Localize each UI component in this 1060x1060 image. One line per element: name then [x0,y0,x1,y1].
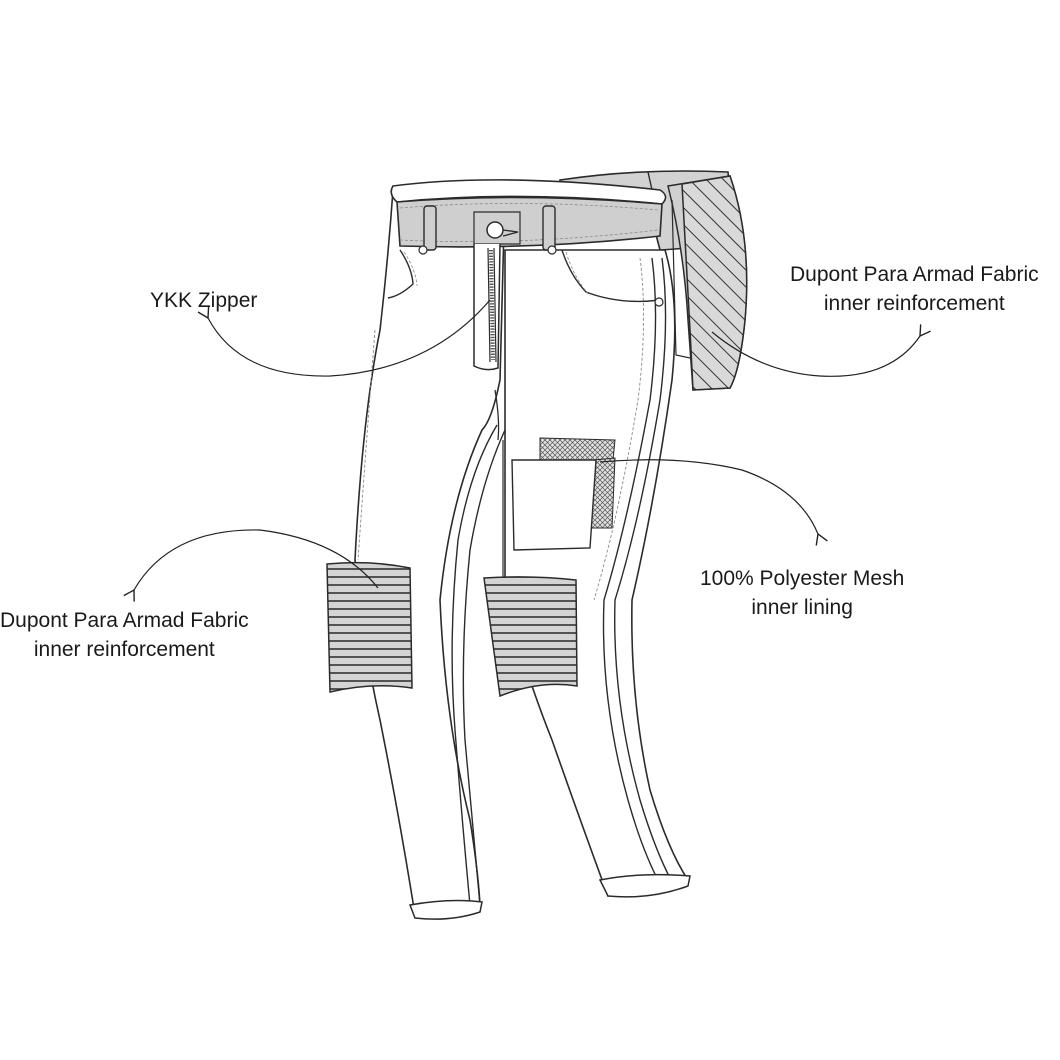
callout-mesh-line1: 100% Polyester Mesh [700,567,905,590]
callout-hip-line2: inner reinforcement [823,292,1005,315]
zipper-leader-arrow [197,299,491,377]
front-pockets [387,249,664,307]
callout-knee-line1: Dupont Para Armad Fabric [0,609,249,632]
left-leg [354,189,506,920]
left-knee-reinforcement [326,561,413,693]
callout-knee-reinforcement: Dupont Para Armad Fabric inner reinforce… [0,606,249,664]
zipper-icon [473,243,501,371]
callout-mesh-lining: 100% Polyester Mesh inner lining [700,564,904,622]
right-knee-reinforcement [483,576,578,698]
hip-leader-arrow [711,324,931,377]
waist-button-icon [486,221,519,239]
mesh-lining-patch [511,437,616,551]
callout-hip-line1: Dupont Para Armad Fabric [790,263,1039,286]
callout-mesh-line2: inner lining [751,596,853,619]
mesh-leader-arrow [599,459,828,546]
callout-arrows [123,299,931,602]
callout-ykk-zipper: YKK Zipper [150,286,257,315]
hip-reinforcement-panel [667,175,748,391]
knee-leader-arrow [123,529,379,602]
callout-hip-reinforcement: Dupont Para Armad Fabric inner reinforce… [790,260,1039,318]
callout-zipper-line1: YKK Zipper [150,289,258,312]
right-leg [504,249,691,898]
callout-knee-line2: inner reinforcement [33,638,215,661]
front-waistband [390,179,667,255]
